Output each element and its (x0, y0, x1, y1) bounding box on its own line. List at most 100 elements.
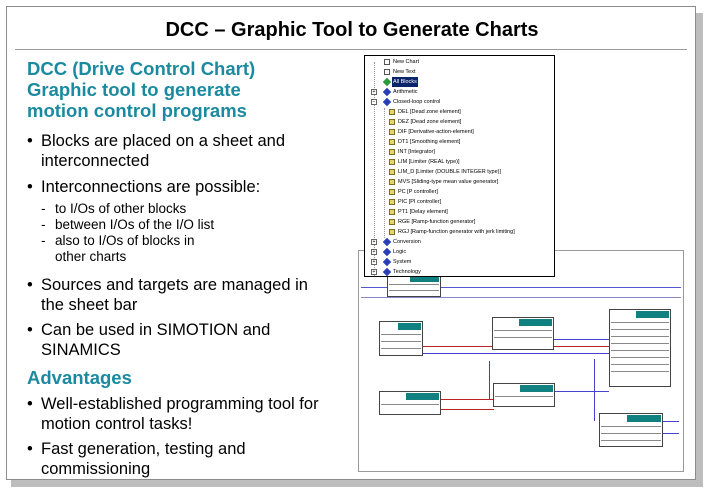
function-block[interactable] (599, 413, 663, 447)
block-row (611, 329, 669, 335)
connection-line (554, 391, 609, 392)
folder-icon (382, 267, 392, 276)
block-row (381, 341, 421, 347)
tree-item-label: Technology (393, 269, 421, 275)
expand-icon[interactable]: + (371, 269, 377, 275)
heading-dcc-line2: Graphic tool to generate (27, 79, 241, 100)
block-row (494, 337, 552, 343)
block-icon (389, 169, 395, 175)
function-block[interactable] (492, 317, 554, 350)
slide-title: DCC – Graphic Tool to Generate Charts (165, 19, 539, 41)
block-icon (389, 219, 395, 225)
bullet-text: Can be used in SIMOTION and (41, 321, 271, 339)
connection-line (419, 353, 609, 354)
expand-icon[interactable]: + (371, 239, 377, 245)
tree-item-label: RGJ [Ramp-function generator with jerk l… (398, 229, 515, 235)
bullet-text: interconnected (41, 152, 150, 170)
block-row (389, 284, 439, 290)
tree-item-label: Arithmetic (393, 89, 418, 95)
tree-guide-line (384, 108, 385, 238)
tree-item-label: RGE [Ramp-function generator] (398, 219, 476, 225)
bullet-text: Blocks are placed on a sheet and (41, 132, 285, 150)
block-icon (389, 199, 395, 205)
folder-icon (382, 97, 392, 107)
function-block[interactable] (379, 321, 423, 356)
block-row (381, 348, 421, 354)
block-row (601, 440, 661, 446)
connection-line (529, 339, 609, 340)
tree-item-label: Logic (393, 249, 407, 255)
tree-item-label: DIF [Derivative-action-element] (398, 129, 474, 135)
expand-icon[interactable]: + (371, 259, 377, 265)
block-row (494, 330, 552, 336)
bullet-text: the sheet bar (41, 296, 138, 314)
block-icon (389, 189, 395, 195)
bullet-dot: • (27, 321, 33, 339)
tree-guide-line (374, 62, 375, 276)
bullet-text: SINAMICS (41, 341, 121, 359)
tree-item-label: LIM [Limiter (REAL type)] (398, 159, 460, 165)
block-row (495, 396, 553, 402)
tree-item-label: PC [P controller] (398, 189, 438, 195)
block-library-tree: New Chart New Text All Blocks + Arithmet… (364, 55, 555, 277)
block-icon (389, 109, 395, 115)
chart-icon (384, 59, 390, 65)
function-block[interactable] (493, 383, 555, 407)
text-icon (384, 69, 390, 75)
bullet-dot: • (27, 132, 33, 150)
block-header (520, 385, 553, 392)
subitem-text: to I/Os of other blocks (55, 201, 187, 216)
tree-item-label: MVS [Sliding-type mean value generator] (398, 179, 499, 185)
block-row (611, 357, 669, 363)
tree-item-label: All Blocks (392, 77, 418, 87)
block-row (611, 343, 669, 349)
block-icon (389, 229, 395, 235)
block-icon (389, 159, 395, 165)
block-header (626, 415, 661, 422)
subitem-text: other charts (55, 249, 127, 264)
block-icon (389, 209, 395, 215)
expand-icon[interactable]: + (371, 89, 377, 95)
tree-item-label: System (393, 259, 412, 265)
slide: DCC – Graphic Tool to Generate Charts DC… (6, 6, 696, 480)
block-header (397, 323, 421, 330)
block-row (381, 404, 439, 410)
bullet-text: Well-established programming tool for (41, 395, 319, 413)
dcc-chart-screenshot (358, 250, 684, 472)
block-icon (389, 179, 395, 185)
block-header (410, 275, 439, 282)
block-icon (389, 129, 395, 135)
block-header (406, 393, 439, 400)
bullet-text: Fast generation, testing and (41, 440, 246, 458)
connection-line (489, 361, 490, 399)
tree-item-label: New Chart (393, 59, 419, 65)
folder-icon (382, 87, 392, 97)
block-header (519, 319, 552, 326)
connection-line (361, 287, 681, 288)
bullet-text: Sources and targets are managed in (41, 276, 308, 294)
bullet-text: Interconnections are possible: (41, 178, 261, 196)
tree-item-label: Closed-loop control (393, 99, 441, 105)
expand-icon[interactable]: + (371, 249, 377, 255)
tree-item-label: New Text (393, 69, 416, 75)
connection-line (649, 433, 679, 434)
tree-item-label: LIM_D [Limiter (DOUBLE INTEGER type)] (398, 169, 501, 175)
folder-icon (382, 237, 392, 247)
bullet-dot: • (27, 276, 33, 294)
heading-advantages: Advantages (27, 367, 132, 388)
bullet-dot: • (27, 178, 33, 196)
tree-item-label: PIC [PI controller] (398, 199, 442, 205)
subitem-text: also to I/Os of blocks in (55, 233, 195, 248)
function-block[interactable] (609, 309, 671, 387)
tree-item-label: PT1 [Delay element] (398, 209, 448, 215)
tree-item-label: Conversion (393, 239, 421, 245)
folder-icon (382, 77, 392, 87)
function-block[interactable] (379, 391, 441, 415)
connection-line (361, 297, 681, 298)
collapse-icon[interactable]: − (371, 99, 377, 105)
block-row (611, 364, 669, 370)
heading-dcc-line3: motion control programs (27, 100, 247, 121)
block-header (636, 311, 669, 318)
block-row (381, 334, 421, 340)
tree-item-label: DT1 [Smoothing element] (398, 139, 461, 145)
